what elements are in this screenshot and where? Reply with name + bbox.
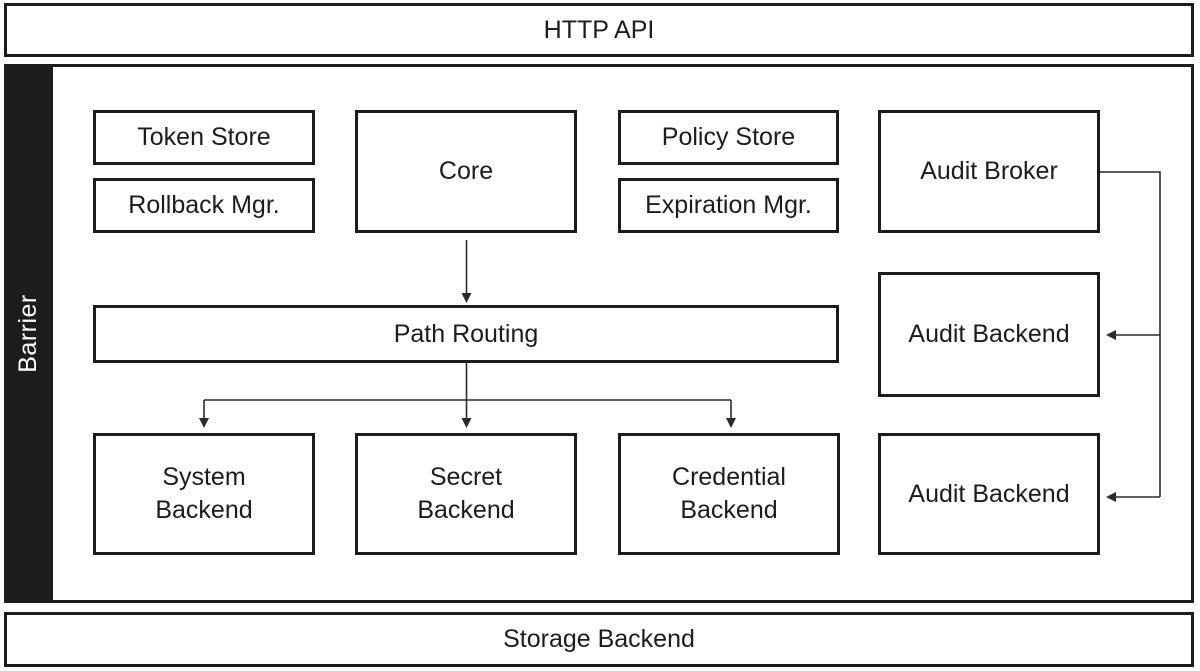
token-store-node: Token Store	[93, 110, 315, 165]
core-label: Core	[438, 157, 494, 185]
expiration-mgr-label: Expiration Mgr.	[645, 191, 812, 219]
core-node: Core	[355, 110, 577, 233]
secret-backend-node: Secret Backend	[355, 433, 577, 555]
http-api-label: HTTP API	[543, 15, 655, 44]
audit-backend-top-node: Audit Backend	[878, 272, 1100, 397]
audit-backend-bottom-node: Audit Backend	[878, 433, 1100, 555]
credential-backend-node: Credential Backend	[618, 433, 840, 555]
barrier-node: Barrier	[4, 64, 53, 603]
rollback-mgr-node: Rollback Mgr.	[93, 178, 315, 233]
audit-backend-bottom-label: Audit Backend	[908, 479, 1070, 508]
rollback-mgr-label: Rollback Mgr.	[128, 191, 280, 219]
token-store-label: Token Store	[137, 123, 271, 151]
audit-broker-node: Audit Broker	[878, 110, 1100, 233]
path-routing-node: Path Routing	[93, 305, 839, 363]
path-routing-label: Path Routing	[393, 319, 539, 348]
storage-backend-node: Storage Backend	[4, 612, 1194, 667]
credential-backend-label: Credential Backend	[672, 463, 786, 524]
audit-backend-top-label: Audit Backend	[908, 320, 1070, 348]
barrier-label: Barrier	[14, 294, 43, 373]
http-api-node: HTTP API	[4, 3, 1194, 57]
audit-broker-label: Audit Broker	[920, 157, 1058, 185]
expiration-mgr-node: Expiration Mgr.	[618, 178, 839, 233]
system-backend-label: System Backend	[155, 463, 253, 524]
policy-store-label: Policy Store	[661, 123, 796, 151]
system-backend-node: System Backend	[93, 433, 315, 555]
secret-backend-label: Secret Backend	[417, 463, 515, 524]
storage-backend-label: Storage Backend	[503, 625, 695, 653]
policy-store-node: Policy Store	[618, 110, 839, 165]
